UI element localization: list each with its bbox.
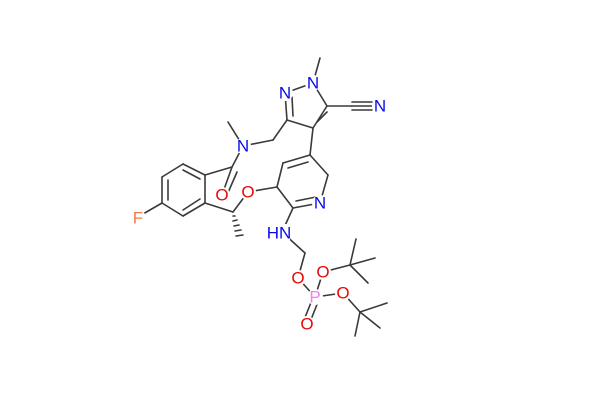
bond — [349, 238, 357, 266]
bond-double — [182, 198, 201, 211]
atom-n-pyrazole-methyl: N — [307, 74, 319, 93]
bond — [359, 302, 388, 313]
bond — [272, 119, 288, 141]
bond — [204, 166, 233, 176]
bond-double — [295, 196, 317, 202]
bond — [182, 202, 206, 217]
atom-labels: N N N N O O N HN F O O O P O — [130, 74, 388, 334]
atom-o-phosphoryl: O — [300, 315, 313, 334]
atom-o-methoxy: O — [291, 269, 304, 288]
bond-biaryl — [309, 127, 314, 156]
bond — [359, 311, 381, 329]
bond — [349, 257, 376, 266]
atom-o-ether: O — [241, 183, 254, 202]
bond-double — [287, 161, 309, 169]
bond — [282, 154, 311, 164]
hashed-wedge — [232, 215, 244, 237]
bond — [312, 105, 328, 129]
bond — [349, 264, 369, 284]
atom-n-pyridine: N — [314, 194, 326, 213]
bond — [142, 202, 163, 215]
bond-double — [316, 111, 328, 123]
atom-n-amide: N — [237, 137, 249, 156]
bond — [276, 186, 294, 209]
atom-o-tbu-2: O — [336, 284, 349, 303]
atom-n-pyrazole: N — [279, 84, 291, 103]
bond — [182, 163, 206, 176]
atom-nh-amine: HN — [267, 224, 292, 243]
bond — [286, 119, 314, 129]
bond — [276, 162, 284, 188]
bond — [354, 311, 361, 337]
atom-o-tbu-1: O — [316, 263, 329, 282]
bond-double — [291, 96, 294, 117]
bond — [309, 154, 329, 176]
bond — [161, 202, 184, 217]
bond — [161, 163, 184, 178]
atom-n-nitrile: N — [374, 97, 386, 116]
atom-o-carbonyl: O — [215, 186, 228, 205]
atom-phosphorus: P — [309, 288, 320, 307]
atom-fluorine: F — [133, 209, 143, 228]
bond — [204, 202, 234, 213]
bond-double — [182, 169, 201, 180]
